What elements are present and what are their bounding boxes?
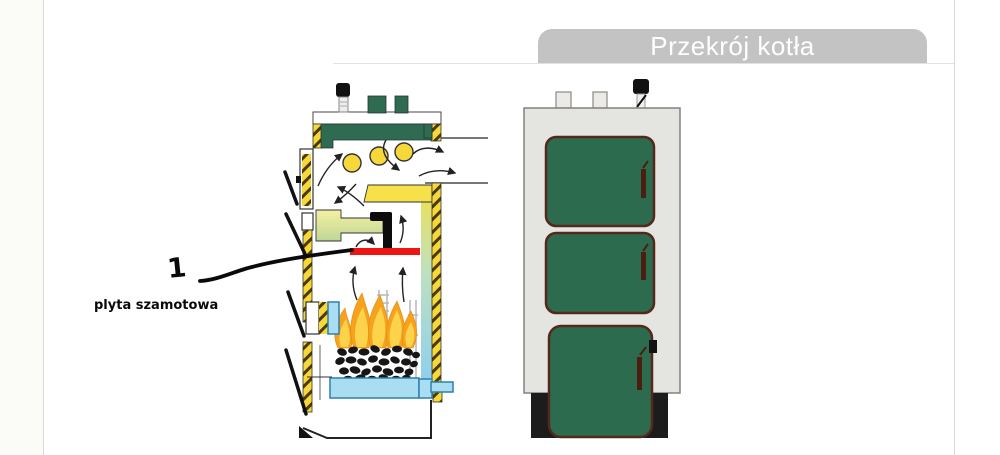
left-margin-line: [43, 0, 44, 455]
door-latch: [649, 340, 657, 353]
annotation: 1 plyta szamotowa: [94, 248, 354, 313]
right-margin-line: [954, 0, 955, 455]
left-wall-doors: [283, 148, 314, 416]
door-hinge-handles: [283, 170, 308, 416]
chamotte-plate: [350, 248, 420, 255]
title-banner: Przekrój kotła: [538, 29, 927, 63]
right-wall: [431, 182, 442, 383]
deflector-bracket: [370, 212, 392, 250]
left-margin: [0, 0, 43, 455]
flow-arrows: [317, 139, 457, 303]
cross-section-view: [283, 83, 488, 439]
coal-bed: [335, 345, 420, 383]
top-wall: [312, 111, 442, 125]
water-jacket-channel: [421, 185, 432, 379]
flue-outlet: [425, 137, 488, 184]
pipe-connection: [394, 95, 409, 114]
secondary-air-box: [305, 301, 340, 400]
annotation-label: plyta szamotowa: [94, 298, 218, 313]
leader-line: [198, 248, 354, 283]
supply-pipe-stub: [592, 91, 608, 109]
pipe-connection: [367, 95, 387, 114]
safety-valve-icon: [633, 79, 649, 109]
boiler-door-middle: [544, 231, 656, 315]
header-rule: [333, 63, 954, 64]
page-title: Przekrój kotła: [650, 31, 815, 61]
turbulator-balls: [342, 142, 414, 173]
flue-plate: [363, 184, 433, 203]
exterior-view: [523, 79, 681, 439]
bottom-hinge: [299, 426, 313, 438]
flames: [334, 292, 417, 349]
top-chamber: [320, 123, 433, 149]
boiler-door-top: [544, 135, 656, 228]
safety-valve-icon: [336, 83, 350, 113]
door-handle: [641, 243, 649, 280]
annotation-number: 1: [166, 252, 188, 285]
door-handle: [637, 346, 647, 390]
ash-pan-outline: [302, 400, 432, 439]
door-handle: [641, 160, 649, 198]
water-jacket-base: [329, 377, 454, 399]
boiler-door-bottom: [547, 324, 654, 439]
supply-pipe-stub: [555, 91, 572, 109]
